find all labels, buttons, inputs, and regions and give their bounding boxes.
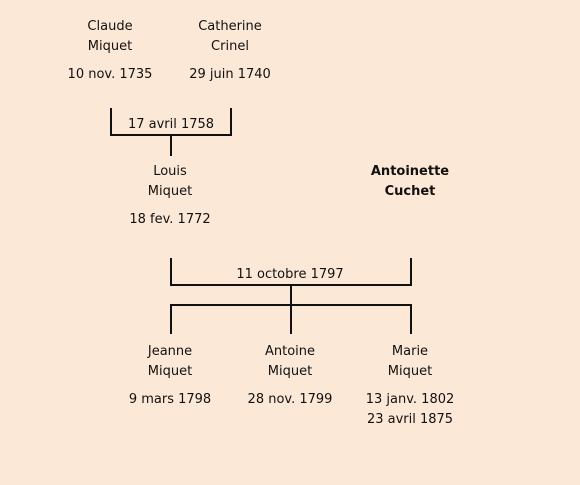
- first-name: Catherine: [198, 19, 262, 34]
- connector-right-drop: [230, 108, 232, 136]
- person-jeanne-miquet: Jeanne Miquet 9 mars 1798: [90, 342, 250, 410]
- birth-date: 10 nov. 1735: [67, 67, 153, 82]
- child-drop-1: [170, 304, 172, 334]
- first-name: Marie: [391, 344, 429, 359]
- first-name: Antoine: [264, 344, 316, 359]
- birth-date: 29 juin 1740: [189, 67, 271, 82]
- person-marie-miquet: Marie Miquet 13 janv. 1802 23 avril 1875: [330, 342, 490, 430]
- last-name: Miquet: [387, 364, 433, 379]
- child-drop-3: [410, 304, 412, 334]
- last-name: Cuchet: [384, 184, 436, 199]
- marriage-bar-2: [170, 284, 412, 286]
- birth-date: 13 janv. 1802: [365, 392, 455, 407]
- connector-left-drop-2: [170, 258, 172, 286]
- person-antoinette-cuchet: Antoinette Cuchet: [330, 162, 490, 202]
- first-name: Louis: [153, 164, 187, 179]
- death-date: 23 avril 1875: [366, 412, 454, 427]
- child-drop-2: [290, 304, 292, 334]
- marriage-bar-1: [110, 134, 232, 136]
- last-name: Miquet: [267, 364, 313, 379]
- last-name: Miquet: [87, 39, 133, 54]
- first-name: Antoinette: [370, 164, 450, 179]
- birth-date: 28 nov. 1799: [247, 392, 333, 407]
- last-name: Crinel: [211, 39, 249, 54]
- last-name: Miquet: [147, 364, 193, 379]
- person-louis-miquet: Louis Miquet 18 fev. 1772: [90, 162, 250, 230]
- first-name: Claude: [87, 19, 133, 34]
- last-name: Miquet: [147, 184, 193, 199]
- descent-line-2: [290, 286, 292, 306]
- marriage-date-1: 17 avril 1758: [127, 117, 215, 132]
- person-claude-miquet: Claude Miquet 10 nov. 1735: [30, 17, 190, 85]
- person-catherine-crinel: Catherine Crinel 29 juin 1740: [150, 17, 310, 85]
- connector-right-drop-2: [410, 258, 412, 286]
- person-antoine-miquet: Antoine Miquet 28 nov. 1799: [210, 342, 370, 410]
- first-name: Jeanne: [147, 344, 193, 359]
- birth-date: 18 fev. 1772: [129, 212, 211, 227]
- birth-date: 9 mars 1798: [128, 392, 212, 407]
- descent-line-1: [170, 136, 172, 156]
- connector-left-drop: [110, 108, 112, 136]
- marriage-date-2: 11 octobre 1797: [236, 267, 344, 282]
